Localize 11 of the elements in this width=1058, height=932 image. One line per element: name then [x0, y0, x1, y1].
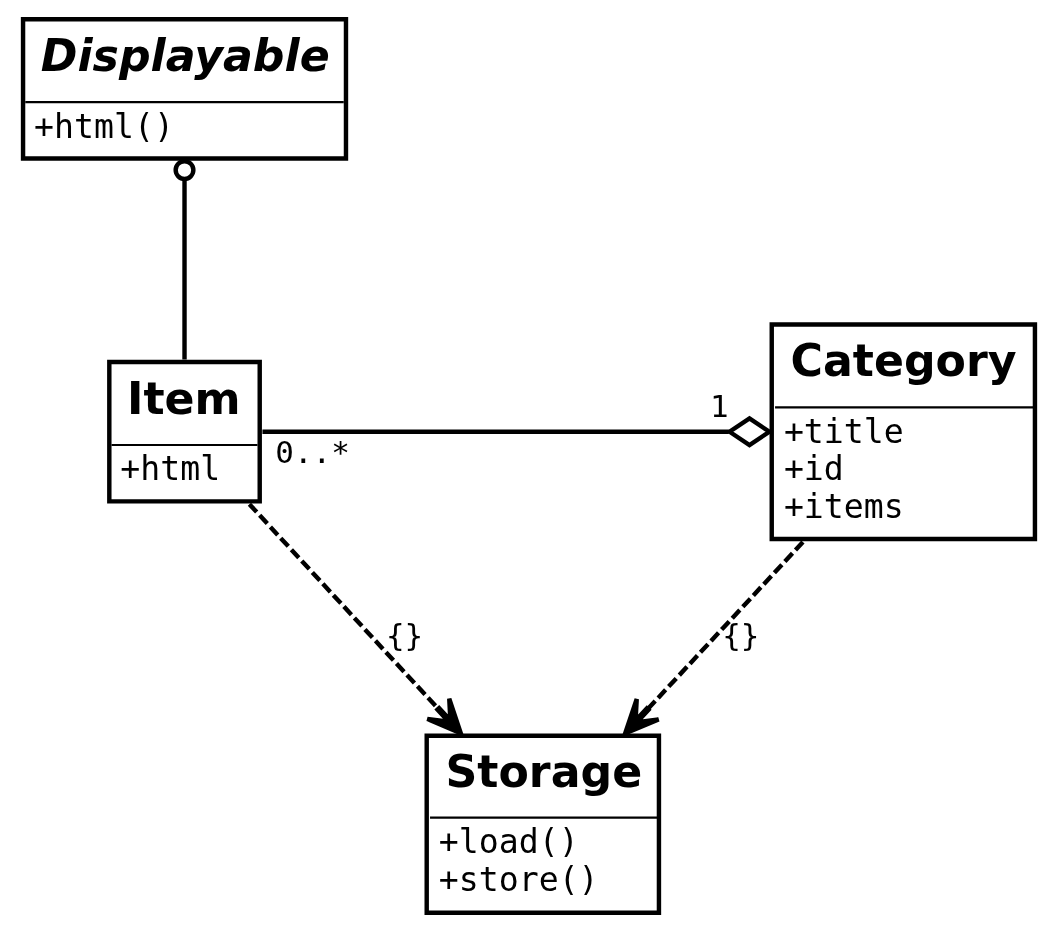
label: 0..*: [275, 434, 350, 471]
node-box: Displayable +html(): [20, 17, 349, 161]
node-box: Category +title +id +items: [769, 322, 1038, 542]
label: 1: [709, 387, 729, 424]
edge-label: {}: [722, 616, 760, 653]
node-box: Item +html: [107, 359, 262, 504]
edge-label: {}: [385, 616, 424, 653]
arrow: [622, 540, 805, 736]
node-box: Storage +load() +store(): [424, 733, 662, 915]
connector: [173, 159, 196, 360]
arrow: [247, 502, 463, 736]
